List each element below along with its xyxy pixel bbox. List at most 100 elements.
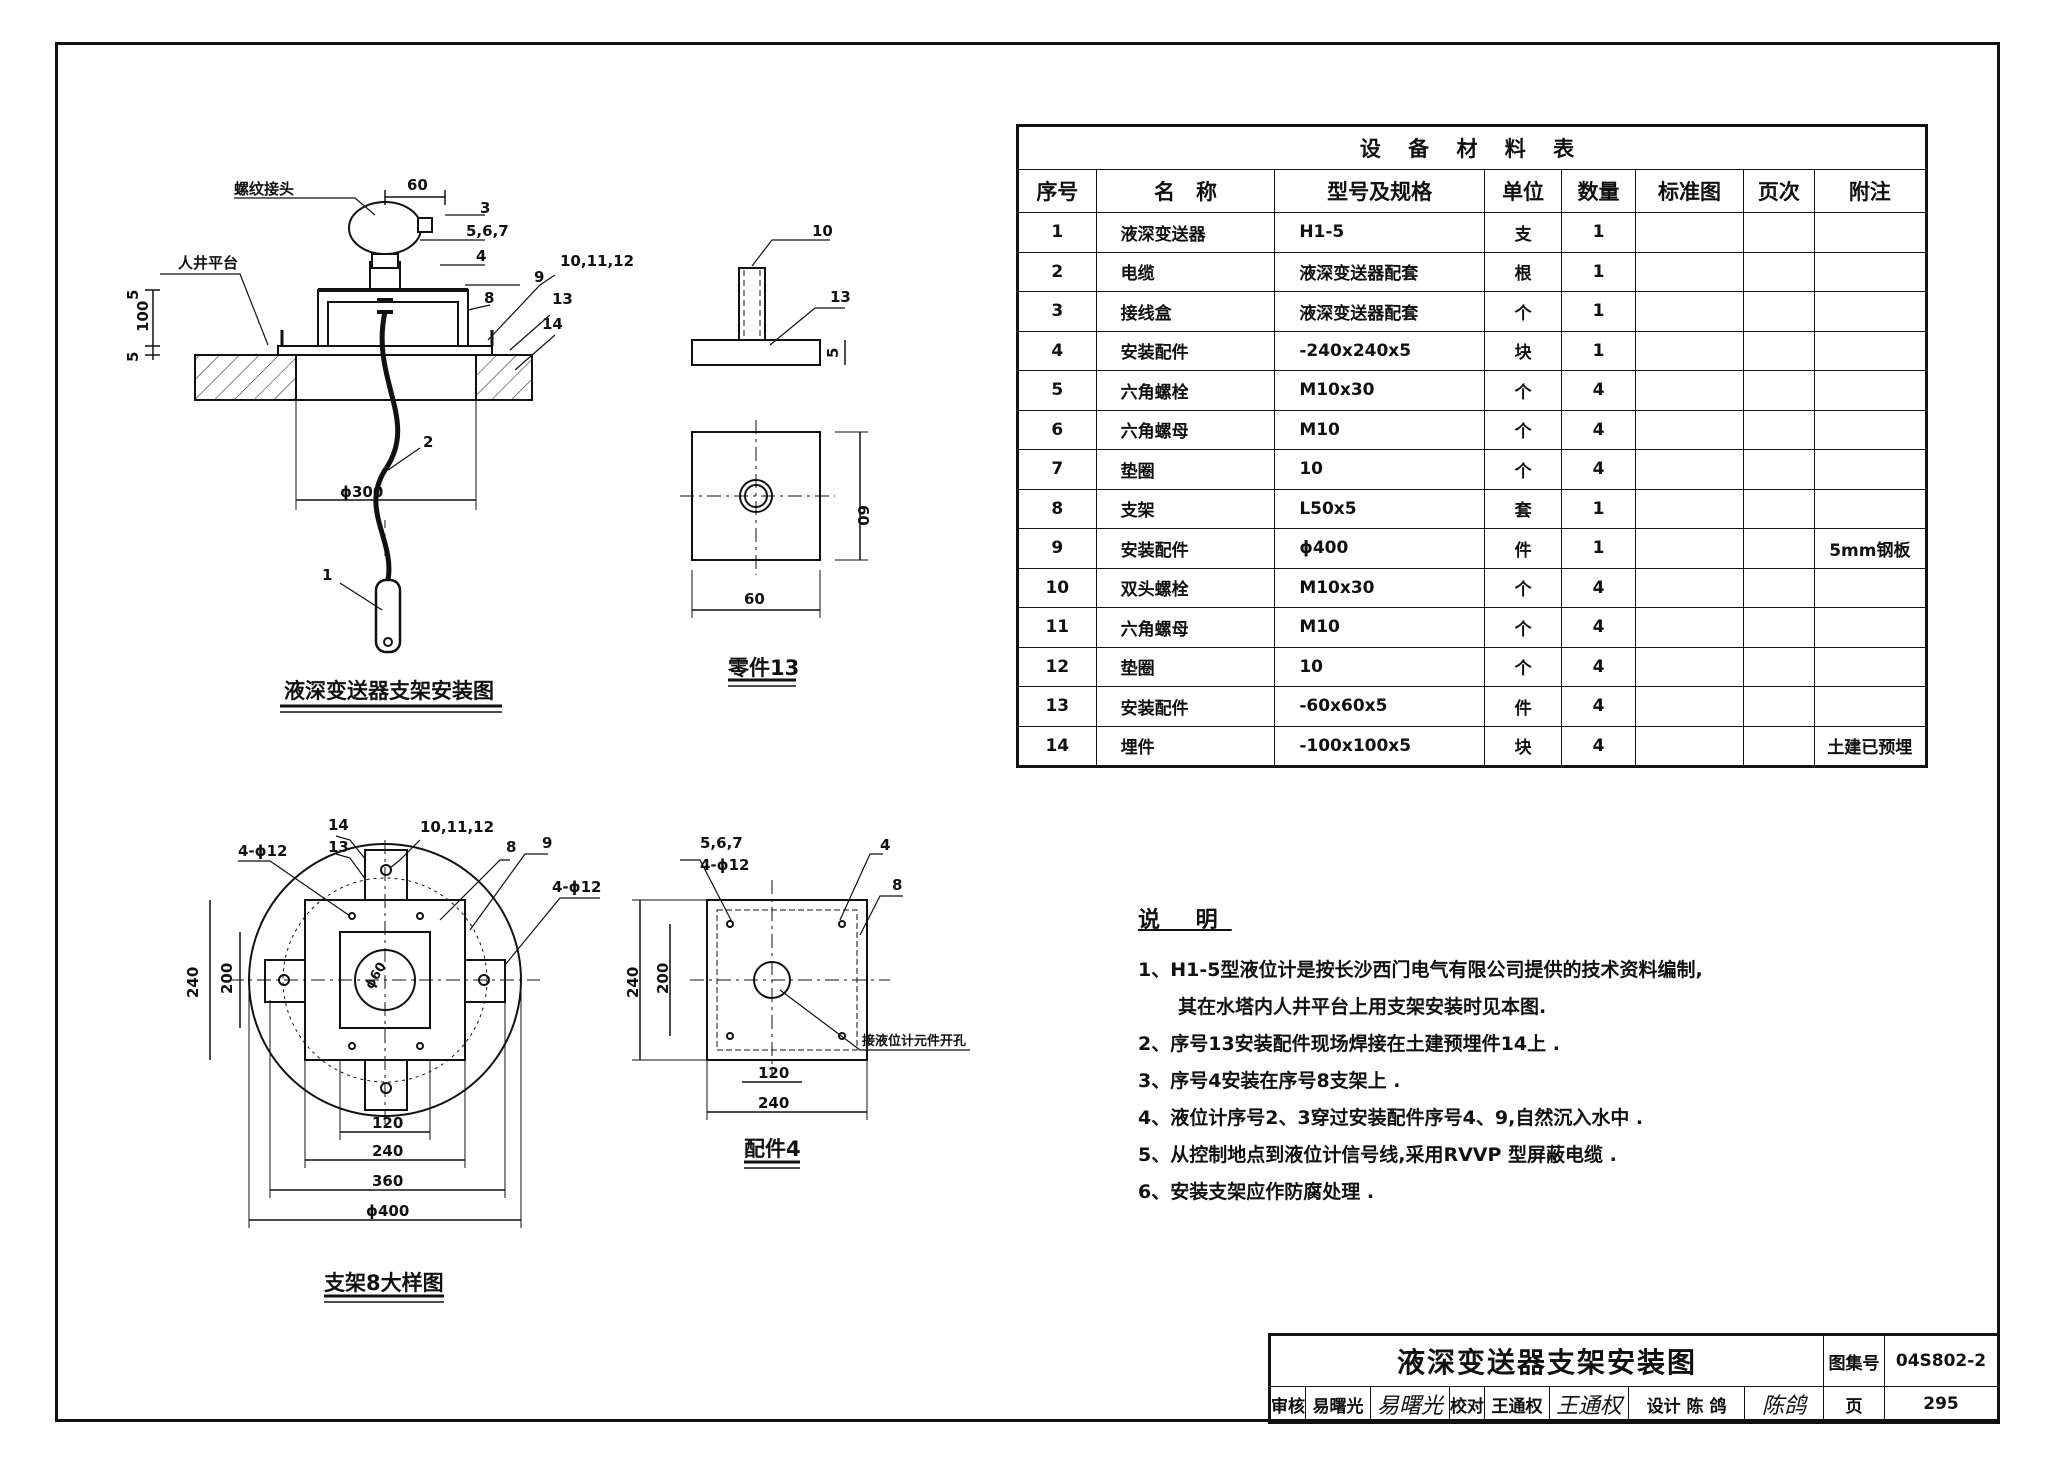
review-label: 审核: [1269, 1386, 1306, 1423]
table-cell: [1634, 725, 1745, 767]
f4-opening: 接液位计元件开孔: [862, 1033, 966, 1049]
table-cell: 14: [1017, 725, 1097, 767]
table-cell: 4: [1561, 409, 1636, 450]
table-cell: 液深变送器配套: [1274, 251, 1485, 292]
table-cell: [1743, 567, 1815, 608]
table-cell: [1634, 646, 1745, 687]
table-cell: 4: [1561, 449, 1636, 490]
note-line: 其在水塔内人井平台上用支架安装时见本图.: [1178, 996, 1547, 1018]
table-cell: 安装配件: [1095, 528, 1276, 569]
note-line: 1、H1-5型液位计是按长沙西门电气有限公司提供的技术资料编制,: [1138, 959, 1703, 981]
materials-header-cell: 数量: [1561, 169, 1636, 213]
table-cell: 六角螺母: [1095, 409, 1276, 450]
drawing-frame: [55, 42, 2000, 1422]
table-cell: [1813, 686, 1928, 727]
table-cell: 个: [1483, 567, 1563, 608]
title-drawing-1: 液深变送器支架安装图: [284, 679, 494, 703]
page-number: 295: [1884, 1386, 1999, 1423]
table-cell: [1634, 528, 1745, 569]
table-cell: 10: [1274, 449, 1485, 490]
b8-phi60: ϕ60: [362, 960, 389, 992]
label-thread: 螺纹接头: [234, 180, 294, 198]
part13-dim-60h: 60: [744, 590, 765, 608]
table-cell: 个: [1483, 607, 1563, 648]
table-cell: 根: [1483, 251, 1563, 292]
table-cell: 支架: [1095, 488, 1276, 529]
part13-dim-60v: 60: [854, 505, 872, 526]
table-cell: H1-5: [1274, 212, 1485, 253]
note-line: 2、序号13安装配件现场焊接在土建预埋件14上 .: [1138, 1033, 1560, 1055]
label-dim-5a: 5: [124, 290, 142, 300]
table-cell: 个: [1483, 409, 1563, 450]
reviewer-name: 易曙光: [1305, 1386, 1371, 1423]
table-cell: [1743, 409, 1815, 450]
table-cell: 1: [1561, 330, 1636, 371]
atlas-number: 04S802-2: [1884, 1334, 1999, 1387]
reviewer-signature: 易曙光: [1370, 1386, 1450, 1423]
title-fitting4: 配件4: [744, 1137, 801, 1161]
f4-dim-240v: 240: [624, 967, 642, 998]
table-cell: 4: [1561, 607, 1636, 648]
table-cell: 7: [1017, 449, 1097, 490]
table-cell: [1743, 330, 1815, 371]
table-cell: [1634, 330, 1745, 371]
table-cell: [1634, 488, 1745, 529]
table-cell: [1743, 449, 1815, 490]
part13-n13: 13: [830, 288, 851, 306]
table-cell: -100x100x5: [1274, 725, 1485, 767]
f4-dim-200v: 200: [654, 963, 672, 994]
materials-header-cell: 序号: [1017, 169, 1097, 213]
label-n101112: 10,11,12: [560, 252, 634, 270]
b8-n101112: 10,11,12: [420, 818, 494, 836]
table-cell: [1813, 291, 1928, 332]
table-cell: 安装配件: [1095, 330, 1276, 371]
b8-phi400: ϕ400: [366, 1202, 409, 1220]
designer-name: 陈 鸽: [1686, 1396, 1727, 1417]
table-cell: -60x60x5: [1274, 686, 1485, 727]
label-n1: 1: [322, 566, 332, 584]
table-cell: 10: [1017, 567, 1097, 608]
table-cell: 六角螺栓: [1095, 370, 1276, 411]
table-cell: [1634, 607, 1745, 648]
materials-header-cell: 页次: [1743, 169, 1815, 213]
table-cell: 块: [1483, 725, 1563, 767]
table-cell: [1813, 212, 1928, 253]
table-cell: [1743, 212, 1815, 253]
f4-n4: 4: [880, 836, 890, 854]
checker-signature: 王通权: [1549, 1386, 1629, 1423]
table-cell: 5mm钢板: [1813, 528, 1928, 569]
label-dim-5b: 5: [124, 352, 142, 362]
b8-n13: 13: [328, 838, 349, 856]
table-cell: 1: [1561, 212, 1636, 253]
checker-name: 王通权: [1484, 1386, 1550, 1423]
table-cell: [1813, 251, 1928, 292]
table-cell: [1813, 330, 1928, 371]
table-cell: 土建已预埋: [1813, 725, 1928, 767]
table-cell: 11: [1017, 607, 1097, 648]
label-n567: 5,6,7: [466, 222, 509, 240]
materials-header-cell: 单位: [1483, 169, 1563, 213]
table-cell: [1743, 251, 1815, 292]
table-cell: M10: [1274, 607, 1485, 648]
table-cell: [1813, 646, 1928, 687]
table-cell: 4: [1017, 330, 1097, 371]
table-cell: 12: [1017, 646, 1097, 687]
b8-dim-240v: 240: [184, 967, 202, 998]
table-cell: 2: [1017, 251, 1097, 292]
table-cell: -240x240x5: [1274, 330, 1485, 371]
label-n4: 4: [476, 247, 486, 265]
table-cell: 1: [1561, 488, 1636, 529]
table-cell: 垫圈: [1095, 449, 1276, 490]
b8-n8: 8: [506, 838, 516, 856]
table-cell: 个: [1483, 449, 1563, 490]
label-n3: 3: [480, 199, 490, 217]
table-cell: M10x30: [1274, 370, 1485, 411]
